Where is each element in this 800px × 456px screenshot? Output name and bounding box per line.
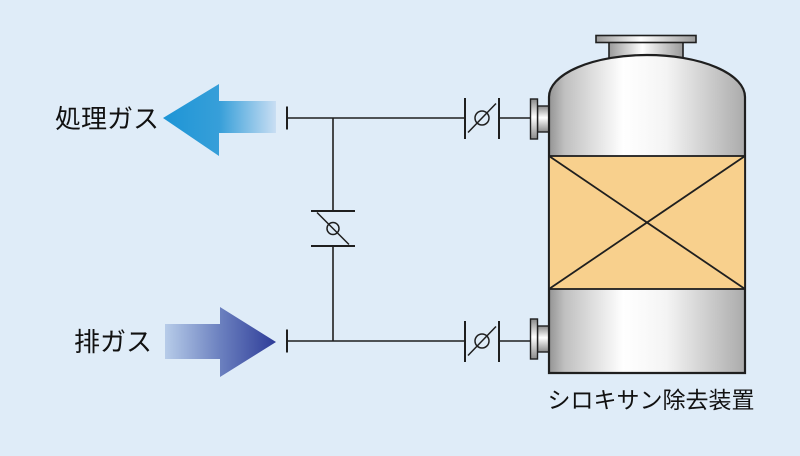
vessel-inlet-nozzle-top	[529, 98, 551, 140]
side-nozzle-neck	[536, 105, 551, 133]
exhaust-gas-arrow-icon	[165, 307, 276, 377]
valve-stem-icon	[467, 102, 497, 134]
pipe-bypass	[311, 118, 355, 341]
side-nozzle-flange	[529, 318, 539, 360]
pipe-exhaust-gas	[286, 321, 534, 362]
exhaust-gas-label: 排ガス	[74, 327, 152, 357]
side-nozzle-flange	[529, 98, 539, 140]
labels: 処理ガス 排ガス シロキサン除去装置	[55, 104, 755, 413]
piping-network	[286, 98, 534, 362]
packing-section	[548, 155, 746, 290]
top-nozzle-flange	[595, 34, 697, 44]
vessel-inlet-nozzle-bottom	[529, 318, 551, 360]
packing-cross-line	[548, 155, 746, 290]
vessel-caption: シロキサン除去装置	[548, 387, 755, 413]
vessel	[529, 34, 747, 375]
valve-exhaust-gas	[464, 321, 500, 362]
pipe-treated-gas	[286, 98, 534, 139]
valve-stem-icon	[467, 325, 497, 357]
treated-gas-arrow-icon	[163, 84, 276, 156]
side-nozzle-neck	[536, 325, 551, 353]
valve-stem-icon	[316, 211, 350, 246]
valve-bypass	[311, 210, 355, 247]
valve-treated-gas	[464, 98, 500, 139]
treated-gas-label: 処理ガス	[55, 104, 159, 134]
valve-circle-icon	[474, 110, 490, 126]
valve-circle-icon	[474, 333, 490, 349]
valve-circle-icon	[326, 221, 340, 236]
